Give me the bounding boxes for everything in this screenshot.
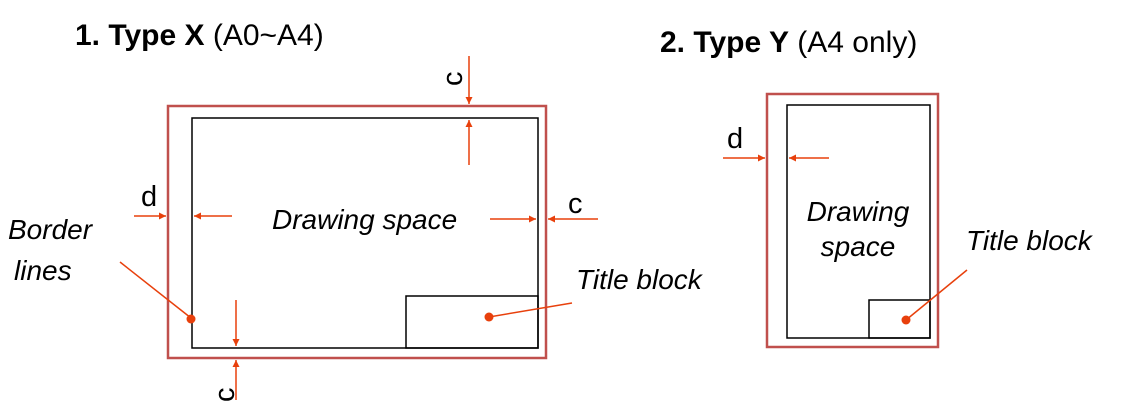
type-x-border-pointer: [119, 261, 192, 319]
type-y-drawing-space-label-2: space: [821, 231, 896, 262]
type-x-title-block-label: Title block: [576, 264, 704, 295]
type-x-border-pointer-dot: [186, 314, 196, 324]
type-x-c-top-label: c: [437, 72, 469, 87]
type-y-title-block-label: Title block: [966, 225, 1094, 256]
type-x-drawing-space-label: Drawing space: [272, 204, 457, 235]
type-x-title-pointer: [488, 302, 573, 318]
type-x-title-block: [405, 295, 539, 349]
type-x-d-label: d: [141, 181, 157, 213]
type-x-heading: 1. Type X (A0~A4): [75, 19, 324, 52]
type-y-drawing-frame: [786, 104, 931, 339]
type-x-title-pointer-dot: [484, 312, 494, 322]
type-x-drawing-frame: [191, 117, 539, 349]
type-y-border-line: [765, 92, 940, 349]
type-x-c-bottom-label: c: [209, 388, 241, 403]
type-x-c-right-label: c: [568, 188, 583, 220]
type-y-title-pointer: [905, 269, 968, 321]
type-y-title-pointer-dot: [901, 315, 911, 325]
type-y-heading: 2. Type Y (A4 only): [660, 26, 917, 59]
type-x-border-lines-label-1: Border: [8, 214, 94, 245]
type-x-border-line: [166, 104, 548, 360]
type-x-border-lines-label-2: lines: [14, 255, 72, 286]
type-y-title-block: [868, 299, 931, 339]
type-y-d-label: d: [727, 123, 743, 155]
type-y-drawing-space-label-1: Drawing: [807, 196, 910, 227]
